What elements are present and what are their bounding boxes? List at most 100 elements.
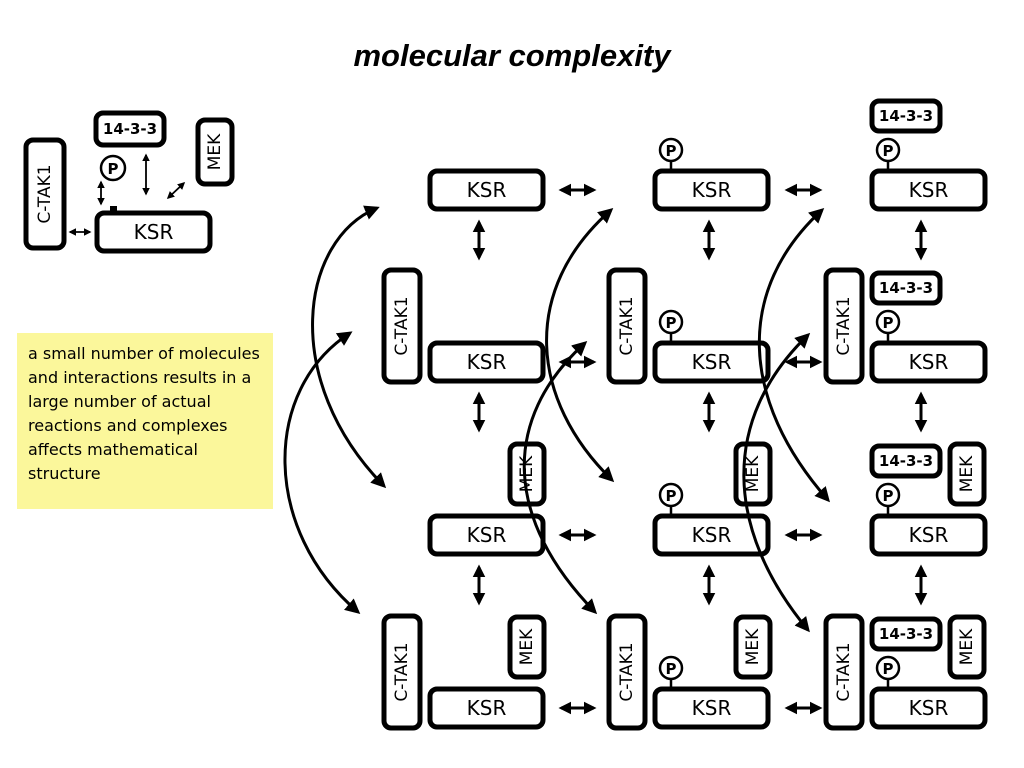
complex-c3-r2: KSR C-TAK1 P 14-3-3 [823,267,988,385]
ctak1-box: C-TAK1 [606,613,648,731]
svg-text:C-TAK1: C-TAK1 [834,642,854,701]
mek-box: MEK [947,441,987,507]
svg-text:14-3-3: 14-3-3 [879,452,933,470]
svg-text:C-TAK1: C-TAK1 [834,296,854,355]
14-3-3-box: 14-3-3 [869,270,943,306]
svg-text:KSR: KSR [467,350,507,374]
mek-box: MEK [733,614,773,680]
svg-text:MEK: MEK [957,455,977,492]
phospho-marker: P [875,309,901,341]
ksr-box: KSR [869,168,988,212]
legend-ctak1-box: C-TAK1 [23,137,67,251]
svg-text:P: P [666,142,677,160]
svg-text:MEK: MEK [743,628,763,665]
complex-c2-r4: KSR C-TAK1 MEK P [606,613,773,731]
phospho-marker: P [875,482,901,514]
curve-1 [311,205,387,489]
svg-text:MEK: MEK [957,628,977,665]
phospho-marker: P [658,137,684,169]
phospho-marker: P [658,655,684,687]
phospho-marker: P [875,655,901,687]
curve-2 [283,331,361,614]
ctak1-box: C-TAK1 [606,267,648,385]
phospho-marker: P [658,482,684,514]
curve-6 [742,332,811,633]
ksr-box: KSR [652,686,771,730]
svg-text:P: P [883,660,894,678]
ksr-box: KSR [427,168,546,212]
svg-text:14-3-3: 14-3-3 [879,625,933,643]
svg-text:C-TAK1: C-TAK1 [392,642,412,701]
ksr-box: KSR [652,168,771,212]
svg-text:KSR: KSR [692,350,732,374]
svg-text:C-TAK1: C-TAK1 [35,164,55,223]
legend-14-3-3-box: 14-3-3 [93,110,167,148]
svg-text:MEK: MEK [517,628,537,665]
svg-text:KSR: KSR [467,523,507,547]
svg-text:C-TAK1: C-TAK1 [617,296,637,355]
phospho-marker: P [875,137,901,169]
ksr-box: KSR [652,340,771,384]
svg-text:MEK: MEK [743,455,763,492]
svg-text:KSR: KSR [909,696,949,720]
complex-c2-r3: KSR MEK P [652,441,773,557]
svg-text:P: P [108,160,119,178]
mek-box: MEK [507,441,547,507]
svg-text:KSR: KSR [134,220,174,244]
svg-text:KSR: KSR [909,178,949,202]
ksr-box: KSR [869,340,988,384]
ksr-box: KSR [427,340,546,384]
mek-box: MEK [733,441,773,507]
ctak1-box: C-TAK1 [381,613,423,731]
complex-c3-r4: KSR C-TAK1 MEK P 14-3-3 [823,613,988,731]
svg-text:KSR: KSR [692,178,732,202]
svg-text:P: P [883,487,894,505]
14-3-3-box: 14-3-3 [869,616,943,652]
legend-mek-box: MEK [195,117,235,187]
ctak1-box: C-TAK1 [823,267,865,385]
ctak1-box: C-TAK1 [381,267,423,385]
svg-text:P: P [666,487,677,505]
svg-text:14-3-3: 14-3-3 [879,279,933,297]
svg-text:MEK: MEK [205,133,225,170]
complex-c2-r1: KSR P [652,137,771,212]
svg-text:P: P [883,314,894,332]
svg-text:KSR: KSR [692,523,732,547]
14-3-3-box: 14-3-3 [869,443,943,479]
phospho-marker: P [658,309,684,341]
legend-arrow-mek [166,181,186,200]
svg-text:C-TAK1: C-TAK1 [392,296,412,355]
svg-text:KSR: KSR [467,178,507,202]
svg-text:14-3-3: 14-3-3 [879,107,933,125]
curve-4 [522,340,598,615]
legend-phospho: P [99,154,127,212]
legend-ksr-box: KSR [94,210,213,254]
svg-text:14-3-3: 14-3-3 [103,120,157,138]
svg-text:KSR: KSR [909,350,949,374]
complex-c3-r3: KSR MEK P 14-3-3 [869,441,988,557]
ksr-box: KSR [427,686,546,730]
complex-c1-r1: KSR [427,168,546,212]
ksr-box: KSR [869,513,988,557]
complex-c2-r2: KSR C-TAK1 P [606,267,771,385]
curve-3 [545,208,615,483]
complex-c1-r2: KSR C-TAK1 [381,267,546,385]
svg-text:C-TAK1: C-TAK1 [617,642,637,701]
legend-arrows [68,153,186,236]
ksr-box: KSR [869,686,988,730]
svg-text:P: P [666,660,677,678]
complex-c1-r4: KSR C-TAK1 MEK [381,613,547,731]
svg-text:MEK: MEK [517,455,537,492]
ksr-box: KSR [652,513,771,557]
svg-text:KSR: KSR [909,523,949,547]
complex-c1-r3: KSR MEK [427,441,547,557]
svg-text:KSR: KSR [467,696,507,720]
slide-title: molecular complexity [353,38,671,73]
explanation-note: a small number of molecules and interact… [17,333,273,509]
svg-text:P: P [883,142,894,160]
mek-box: MEK [507,614,547,680]
ctak1-box: C-TAK1 [823,613,865,731]
ksr-box: KSR [427,513,546,557]
